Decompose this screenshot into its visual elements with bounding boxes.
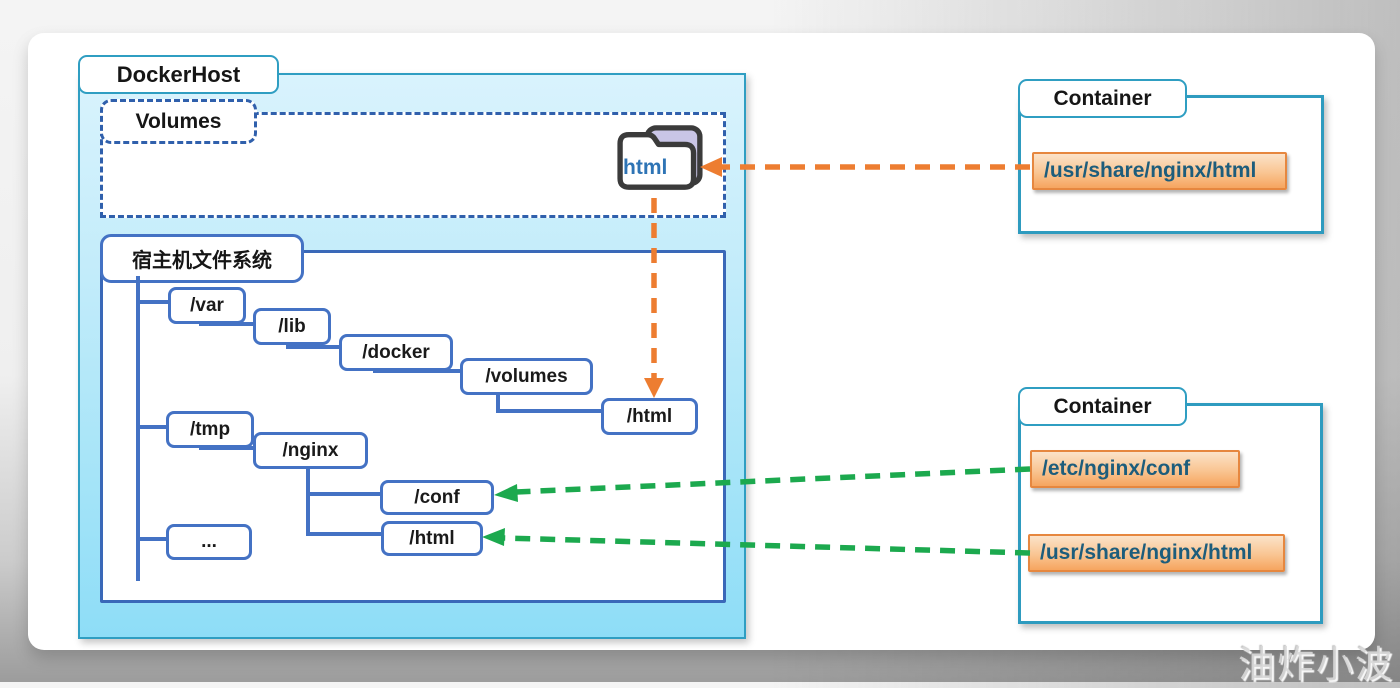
tree-node-others: ... (166, 524, 252, 560)
tree-connector (496, 387, 500, 413)
tree-connector (306, 492, 380, 496)
tree-node-var: /var (168, 287, 246, 324)
tree-node-lib: /lib (253, 308, 331, 345)
container-label-top: Container (1018, 79, 1187, 118)
watermark-text: 油炸小波 (1238, 644, 1394, 685)
tree-connector (136, 300, 168, 304)
volume-name-label: html (623, 156, 668, 179)
tree-node-tmp: /tmp (166, 411, 254, 448)
tree-node-nginx-html: /html (381, 521, 483, 556)
tree-node-volumes-html: /html (601, 398, 698, 435)
container-label-bottom: Container (1018, 387, 1187, 426)
tree-connector (136, 425, 166, 429)
container-box-bottom (1018, 403, 1323, 624)
mount-path-usr-share-nginx-html-top: /usr/share/nginx/html (1032, 152, 1287, 190)
volumes-label: Volumes (100, 99, 257, 144)
tree-node-nginx: /nginx (253, 432, 368, 469)
host-filesystem-label: 宿主机文件系统 (100, 234, 304, 283)
tree-connector (496, 409, 601, 413)
tree-connector (286, 345, 339, 349)
dockerhost-label: DockerHost (78, 55, 279, 94)
tree-connector (199, 446, 253, 450)
tree-connector (136, 537, 166, 541)
mount-path-usr-share-nginx-html-bottom: /usr/share/nginx/html (1028, 534, 1285, 572)
tree-node-docker: /docker (339, 334, 453, 371)
volume-folder-icon: html (612, 123, 706, 195)
tree-connector (306, 532, 381, 536)
tree-node-volumes: /volumes (460, 358, 593, 395)
tree-connector (373, 369, 460, 373)
tree-node-conf: /conf (380, 480, 494, 515)
open-folder-icon (617, 125, 703, 190)
mount-path-etc-nginx-conf: /etc/nginx/conf (1030, 450, 1240, 488)
tree-connector (306, 461, 310, 536)
tree-connector (199, 322, 253, 326)
